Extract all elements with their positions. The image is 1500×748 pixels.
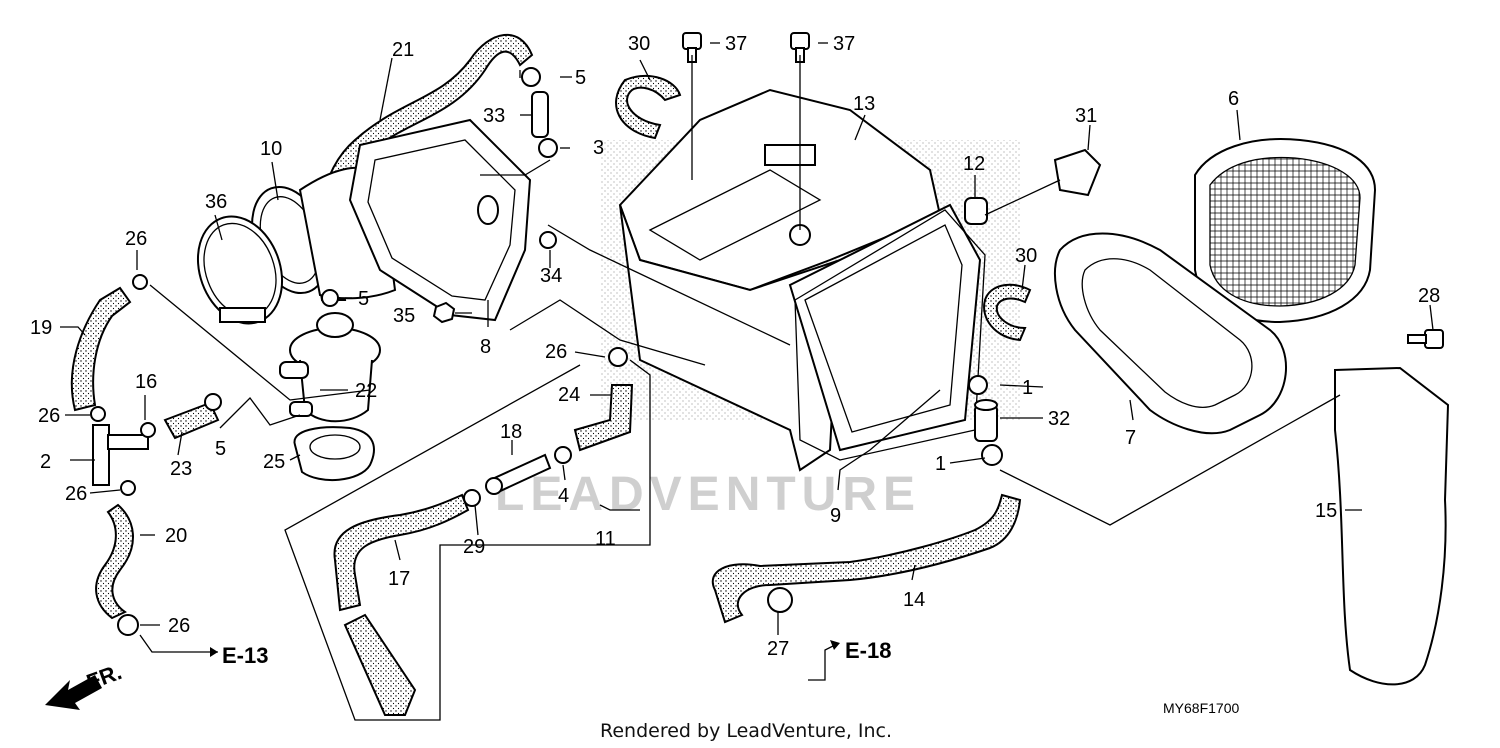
hose-24	[573, 384, 634, 452]
clamp-30a	[615, 75, 682, 140]
label-15: 15	[1315, 500, 1337, 522]
label-17: 17	[388, 568, 410, 590]
label-6: 6	[1228, 88, 1239, 110]
label-30a: 30	[628, 33, 650, 55]
label-36: 36	[205, 191, 227, 213]
label-1a: 1	[1022, 377, 1033, 399]
label-10: 10	[260, 138, 282, 160]
label-26e: 26	[545, 341, 567, 363]
label-2: 2	[40, 451, 51, 473]
label-22: 22	[355, 380, 377, 402]
clip-16	[140, 422, 156, 438]
tube-12	[964, 197, 988, 225]
inlet-frame-8	[348, 118, 532, 322]
hose-17	[333, 493, 470, 612]
label-26d: 26	[168, 615, 190, 637]
label-1b: 1	[935, 453, 946, 475]
hose-23	[163, 401, 220, 440]
t-joint-2	[92, 424, 149, 486]
label-24: 24	[558, 384, 580, 406]
label-20: 20	[165, 525, 187, 547]
label-18: 18	[500, 421, 522, 443]
label-37b: 37	[833, 33, 855, 55]
front-arrow-icon	[45, 675, 102, 710]
label-4: 4	[558, 485, 569, 507]
label-16: 16	[135, 371, 157, 393]
duct-15	[1334, 366, 1450, 686]
clip-26b	[90, 406, 106, 422]
arrow-e18-icon	[830, 640, 840, 650]
label-26b: 26	[38, 405, 60, 427]
label-26c: 26	[65, 483, 87, 505]
clip-5c	[204, 393, 222, 411]
clip-26e	[608, 347, 628, 367]
label-11: 11	[595, 528, 616, 550]
joint-32	[974, 399, 998, 442]
label-25: 25	[263, 451, 285, 473]
label-5a: 5	[575, 67, 586, 89]
label-12: 12	[963, 153, 985, 175]
clip-26a	[132, 274, 148, 290]
label-5b: 5	[358, 288, 369, 310]
front-direction-marker: FR.	[45, 659, 125, 710]
label-14: 14	[903, 589, 925, 611]
clip-1b	[981, 444, 1003, 466]
pipe-18	[485, 453, 552, 495]
hose-20	[95, 503, 134, 620]
front-marker-label: FR.	[83, 659, 125, 695]
clamp-band-36	[196, 215, 284, 325]
filter-element-6	[1194, 138, 1377, 324]
label-19: 19	[30, 317, 52, 339]
clip-5b	[321, 289, 339, 307]
label-28: 28	[1418, 285, 1440, 307]
label-35: 35	[393, 305, 415, 327]
drawing-code: MY68F1700	[1163, 700, 1239, 716]
clip-5a	[521, 67, 541, 87]
label-3: 3	[593, 137, 604, 159]
hose-19	[70, 286, 132, 412]
clip-1a	[968, 375, 988, 395]
air-cleaner-case-13	[618, 88, 982, 472]
footer-credit: Rendered by LeadVenture, Inc.	[600, 720, 892, 742]
label-26a: 26	[125, 228, 147, 250]
label-9: 9	[830, 505, 841, 527]
label-5c: 5	[215, 438, 226, 460]
label-34: 34	[540, 265, 562, 287]
label-29: 29	[463, 536, 485, 558]
label-37a: 37	[725, 33, 747, 55]
label-23: 23	[170, 458, 192, 480]
clip-4	[554, 446, 572, 464]
clip-29	[463, 489, 481, 507]
label-33: 33	[483, 105, 505, 127]
arrow-e13-icon	[210, 647, 218, 657]
clip-26d	[117, 614, 139, 636]
label-32: 32	[1048, 408, 1070, 430]
ref-e13: E-13	[222, 643, 268, 668]
joint-33	[531, 91, 549, 138]
bolt-28	[1407, 329, 1444, 349]
clamp-30b	[983, 283, 1032, 342]
clip-3	[538, 138, 558, 158]
grommet-34	[539, 231, 557, 249]
clamp-27	[767, 587, 793, 613]
air-valve-22	[279, 312, 381, 423]
label-31: 31	[1075, 105, 1097, 127]
label-8: 8	[480, 336, 491, 358]
nut-35	[432, 301, 456, 324]
air-cleaner-cover-7	[1054, 232, 1287, 435]
connector-31	[1053, 148, 1102, 197]
label-27: 27	[767, 638, 789, 660]
label-7: 7	[1125, 427, 1136, 449]
label-21: 21	[392, 39, 414, 61]
leader-lines	[60, 42, 1434, 721]
label-30b: 30	[1015, 245, 1037, 267]
ref-e18: E-18	[845, 638, 891, 663]
label-13: 13	[853, 93, 875, 115]
clip-26c	[120, 480, 136, 496]
part-number-labels: 21 10 36 26 19 16 26 2 26 23 5 20 26 E-1…	[30, 33, 1440, 668]
hose-14	[711, 493, 1022, 624]
